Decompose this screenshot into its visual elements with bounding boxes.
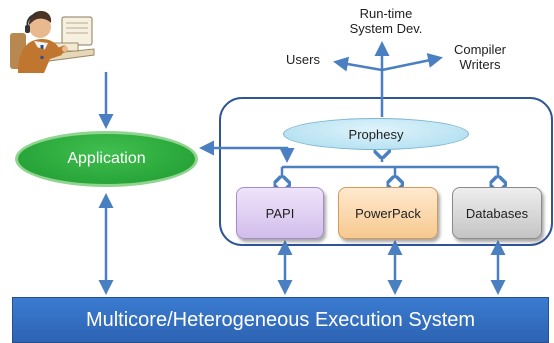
prophesy-label: Prophesy: [348, 126, 404, 142]
execution-system-bar: Multicore/Heterogeneous Execution System: [12, 297, 549, 343]
papi-node: PAPI: [236, 187, 324, 239]
powerpack-node: PowerPack: [338, 187, 438, 239]
arrow-to-users: [333, 56, 383, 72]
compiler-line2: Writers: [459, 57, 501, 72]
runtime-system-dev-label: Run-time System Dev.: [336, 6, 436, 36]
execution-system-label: Multicore/Heterogeneous Execution System: [85, 308, 476, 331]
person-at-computer-icon: [10, 11, 95, 73]
databases-node: Databases: [452, 187, 542, 239]
runtime-dev-line2: System Dev.: [349, 21, 423, 36]
compiler-line1: Compiler: [453, 42, 506, 57]
compiler-writers-label: Compiler Writers: [441, 42, 519, 72]
users-label: Users: [286, 52, 320, 67]
prophesy-node: Prophesy: [283, 118, 469, 150]
subsystem-container: [219, 97, 553, 246]
runtime-dev-line1: Run-time: [359, 6, 413, 21]
application-node: Application: [15, 131, 198, 187]
databases-label: Databases: [465, 205, 529, 221]
application-label: Application: [67, 150, 146, 167]
papi-label: PAPI: [265, 205, 295, 221]
powerpack-label: PowerPack: [355, 205, 421, 221]
application-prophesy-link: [199, 140, 295, 163]
arrow-to-compiler-writers: [381, 53, 443, 72]
